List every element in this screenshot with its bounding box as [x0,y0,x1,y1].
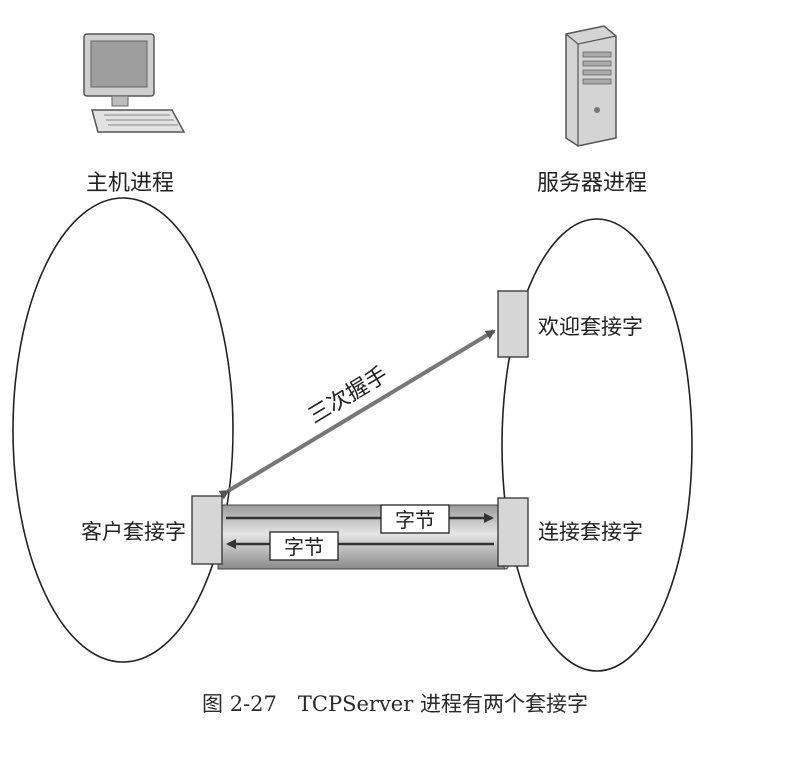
bytes-right-box [380,504,450,534]
host-process-ellipse [12,197,234,663]
bytes-right-label: 字节 [395,508,435,532]
connection-socket [497,497,529,567]
server-process-label: 服务器进程 [537,171,647,196]
connection-socket-label: 连接套接字 [538,520,643,544]
host-process-label: 主机进程 [86,171,174,196]
bytes-left-box [269,531,339,561]
welcome-socket [497,290,529,358]
server-tower-icon [565,25,617,147]
client-socket-label: 客户套接字 [81,520,186,544]
figure-caption: 图 2-27 TCPServer 进程有两个套接字 [202,692,588,716]
handshake-arrow [218,329,496,500]
client-socket [191,495,223,565]
connection-pipe [217,504,513,570]
welcome-socket-label: 欢迎套接字 [538,315,643,339]
server-process-ellipse [501,218,693,672]
bytes-left-label: 字节 [284,535,324,559]
desktop-computer-icon [83,33,186,133]
